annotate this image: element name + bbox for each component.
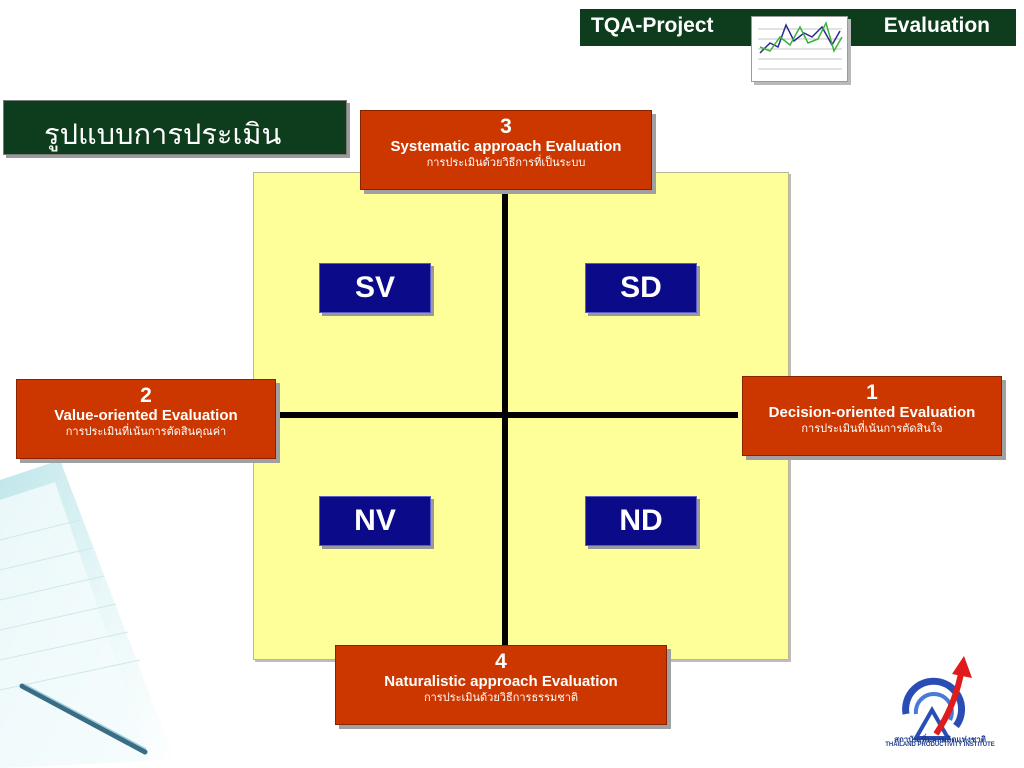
page-title: รูปแบบการประเมิน <box>3 100 347 155</box>
line-chart-icon <box>751 16 848 82</box>
eval-thai: การประเมินด้วยวิธีการที่เป็นระบบ <box>426 156 586 169</box>
eval-thai: การประเมินที่เน้นการตัดสินใจ <box>801 422 943 435</box>
eval-name: Decision-oriented Evaluation <box>768 404 976 421</box>
eval-name: Naturalistic approach Evaluation <box>384 673 618 690</box>
tpi-logo-icon <box>902 656 972 740</box>
eval-name: Value-oriented Evaluation <box>54 407 238 424</box>
eval-box-value-oriented: 2 Value-oriented Evaluation การประเมินที… <box>16 379 276 459</box>
horizontal-axis <box>278 412 738 418</box>
eval-box-naturalistic: 4 Naturalistic approach Evaluation การปร… <box>335 645 667 725</box>
eval-number: 2 <box>140 384 152 407</box>
logo-english-text: THAILAND PRODUCTIVITY INSTITUTE <box>885 742 995 748</box>
quadrant-sd: SD <box>585 263 697 313</box>
eval-number: 4 <box>495 650 507 673</box>
eval-thai: การประเมินที่เน้นการตัดสินคุณค่า <box>65 425 227 438</box>
notepad-illustration <box>0 460 175 768</box>
vertical-axis <box>502 193 508 655</box>
eval-name: Systematic approach Evaluation <box>390 138 622 155</box>
eval-thai: การประเมินด้วยวิธีการธรรมชาติ <box>423 691 579 704</box>
page-title-text: รูปแบบการประเมิน <box>44 117 282 151</box>
quadrant-nd: ND <box>585 496 697 546</box>
quadrant-nv: NV <box>319 496 431 546</box>
logo-thai-text: สถาบันเพิ่มผลผลิตแห่งชาติ <box>894 735 986 744</box>
eval-box-decision-oriented: 1 Decision-oriented Evaluation การประเมิ… <box>742 376 1002 456</box>
project-label: TQA-Project <box>591 14 714 37</box>
quadrant-sv: SV <box>319 263 431 313</box>
evaluation-label: Evaluation <box>883 14 990 37</box>
eval-box-systematic: 3 Systematic approach Evaluation การประเ… <box>360 110 652 190</box>
eval-number: 1 <box>866 381 878 404</box>
eval-number: 3 <box>500 115 512 138</box>
